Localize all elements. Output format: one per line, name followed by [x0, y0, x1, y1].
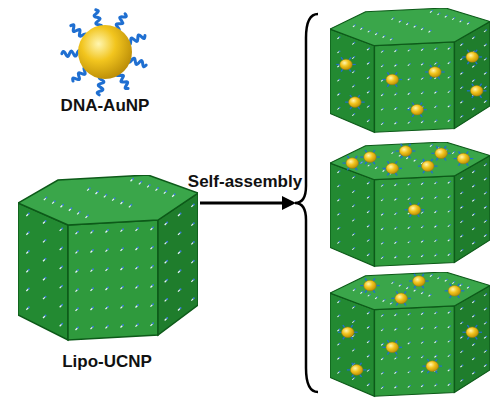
- assembly-prism: [330, 8, 490, 132]
- lipo-ucnp-prism: [18, 175, 198, 340]
- gold-nanoparticle: [78, 25, 132, 79]
- figure-label: DNA-AuNP: [61, 96, 150, 116]
- assembly-prism: [330, 272, 490, 396]
- arrow: [200, 196, 296, 210]
- brace: [295, 14, 318, 392]
- figure-label: Self-assembly: [188, 172, 302, 192]
- dna-aunp-figure: [62, 10, 146, 95]
- figure-label: Lipo-UCNP: [62, 352, 152, 372]
- assembly-prism: [330, 142, 490, 266]
